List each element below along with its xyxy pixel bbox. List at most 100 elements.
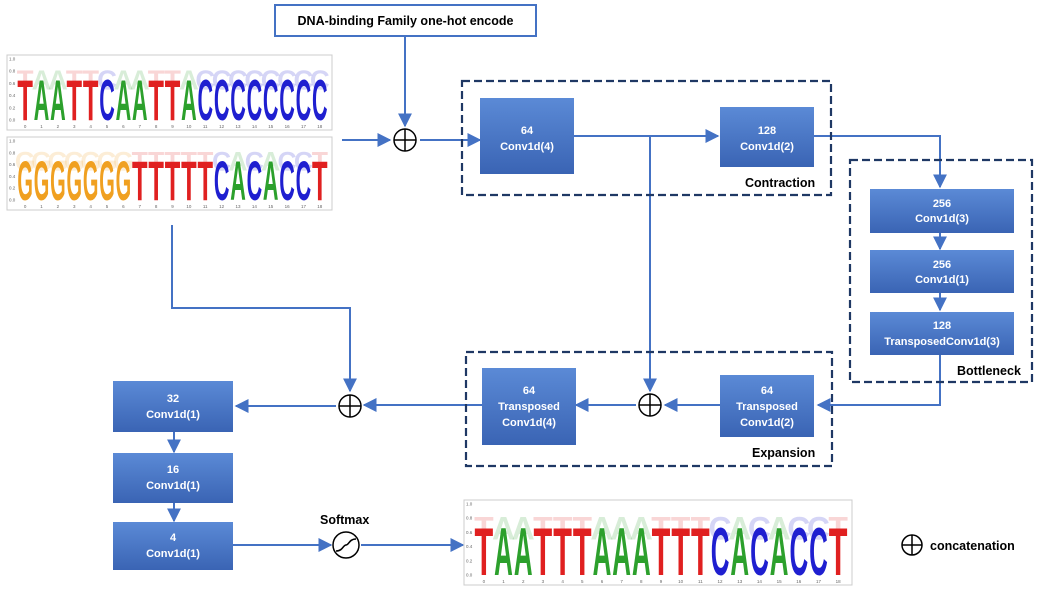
logo-letter: A — [263, 149, 279, 212]
legend-label: concatenation — [930, 539, 1015, 553]
logo-background-letter: G — [80, 147, 101, 177]
logo-letter: C — [247, 69, 263, 133]
concat-icon-expansion — [638, 393, 662, 417]
logo-background-letter: G — [31, 147, 52, 177]
logo-x-tick: 18 — [317, 204, 323, 209]
logo-y-tick: 0.6 — [466, 530, 473, 535]
logo-letter: T — [573, 515, 592, 590]
logo-background-letter: C — [787, 511, 810, 547]
logo-letter: A — [730, 515, 749, 590]
logo-letter: T — [181, 149, 197, 212]
svg-text:128: 128 — [758, 125, 776, 137]
logo-x-tick: 10 — [678, 579, 684, 584]
logo-x-tick: 4 — [561, 579, 564, 584]
logo-x-tick: 8 — [155, 204, 158, 209]
bottleneck-region — [848, 158, 1034, 384]
logo-background-letter: T — [197, 147, 213, 177]
logo-letter: T — [553, 515, 572, 590]
svg-text:256: 256 — [933, 198, 951, 210]
input-title-box — [274, 4, 537, 37]
logo-x-tick: 15 — [268, 204, 274, 209]
logo-background-letter: A — [768, 511, 791, 547]
logo-x-tick: 5 — [106, 124, 109, 129]
logo-letter: T — [197, 149, 213, 212]
logo-y-tick: 0.4 — [9, 93, 16, 98]
logo-x-tick: 1 — [40, 124, 43, 129]
logo-background-letter: T — [181, 147, 197, 177]
logo-background-letter: C — [212, 147, 231, 177]
logo-background-letter: A — [512, 511, 535, 547]
logo-x-tick: 12 — [219, 204, 225, 209]
block-contraction-64: 64 Conv1d(4) — [480, 98, 574, 174]
contraction-region — [460, 79, 833, 197]
logo-x-tick: 4 — [89, 124, 92, 129]
concat-icon-input — [393, 128, 417, 152]
logo-letter: C — [750, 515, 769, 590]
logo-x-tick: 13 — [235, 124, 241, 129]
logo-letter: C — [197, 69, 213, 133]
logo-letter: A — [230, 149, 246, 212]
logo-letter: A — [132, 69, 148, 133]
logo-y-tick: 0.2 — [9, 105, 16, 110]
logo-x-tick: 10 — [186, 204, 192, 209]
svg-text:Conv1d(4): Conv1d(4) — [502, 417, 556, 429]
logo-letter: A — [612, 515, 631, 590]
logo-background-letter: T — [651, 511, 671, 547]
logo-letter: C — [809, 515, 828, 590]
logo-x-tick: 11 — [203, 204, 208, 209]
logo-y-tick: 0.4 — [9, 174, 16, 179]
logo-letter: A — [514, 515, 533, 590]
svg-text:64: 64 — [521, 125, 534, 137]
logo-background-letter: C — [244, 65, 264, 96]
logo-background-letter: T — [66, 65, 83, 96]
logo-y-tick: 1.0 — [466, 502, 473, 507]
logo-letter: T — [691, 515, 710, 590]
logo-background-letter: C — [97, 65, 117, 96]
logo-background-letter: C — [748, 511, 771, 547]
arrow-c128-to-b256a — [814, 135, 947, 189]
legend-concat-icon — [901, 534, 923, 556]
logo-y-tick: 1.0 — [9, 57, 16, 62]
logo-x-tick: 8 — [640, 579, 643, 584]
logo-letter: C — [711, 515, 730, 590]
softmax-icon — [332, 531, 360, 559]
logo-letter: T — [165, 69, 181, 133]
logo-x-tick: 14 — [252, 204, 258, 209]
logo-x-tick: 18 — [317, 124, 323, 129]
logo-background-letter: A — [590, 511, 613, 547]
input-logo-bottom: 0.00.20.40.60.81.0GG0GG1GG2GG3GG4GG5GG6T… — [9, 139, 328, 213]
logo-background-letter: C — [195, 65, 215, 96]
logo-letter: A — [593, 515, 612, 590]
logo-x-tick: 0 — [24, 204, 27, 209]
arrow-skip-input-to-concat — [171, 225, 357, 393]
logo-letter: T — [67, 69, 83, 133]
logo-x-tick: 0 — [483, 579, 486, 584]
logo-x-tick: 6 — [122, 124, 125, 129]
logo-x-tick: 10 — [186, 124, 192, 129]
contraction-label: Contraction — [745, 176, 815, 190]
block-output-32: 32 Conv1d(1) — [113, 381, 233, 432]
logo-x-tick: 3 — [73, 124, 76, 129]
logo-background-letter: A — [261, 147, 280, 177]
logo-background-letter: A — [228, 147, 247, 177]
logo-letter: G — [50, 149, 66, 212]
logo-letter: C — [279, 149, 295, 212]
logo-background-letter: T — [132, 147, 148, 177]
block-bottleneck-256-b: 256 Conv1d(1) — [870, 250, 1014, 293]
logo-x-tick: 15 — [777, 579, 783, 584]
logo-background-letter: C — [277, 65, 297, 96]
logo-letter: T — [165, 149, 181, 212]
logo-background-letter: A — [610, 511, 633, 547]
logo-x-tick: 5 — [581, 579, 584, 584]
logo-x-tick: 9 — [660, 579, 663, 584]
logo-letter: G — [67, 149, 83, 212]
logo-y-tick: 0.8 — [9, 150, 16, 155]
logo-x-tick: 16 — [796, 579, 802, 584]
logo-letter: C — [296, 69, 312, 133]
logo-letter: T — [148, 69, 164, 133]
logo-background-letter: A — [48, 65, 68, 96]
logo-letter: C — [263, 69, 279, 133]
logo-letter: G — [116, 149, 132, 212]
logo-letter: C — [279, 69, 295, 133]
